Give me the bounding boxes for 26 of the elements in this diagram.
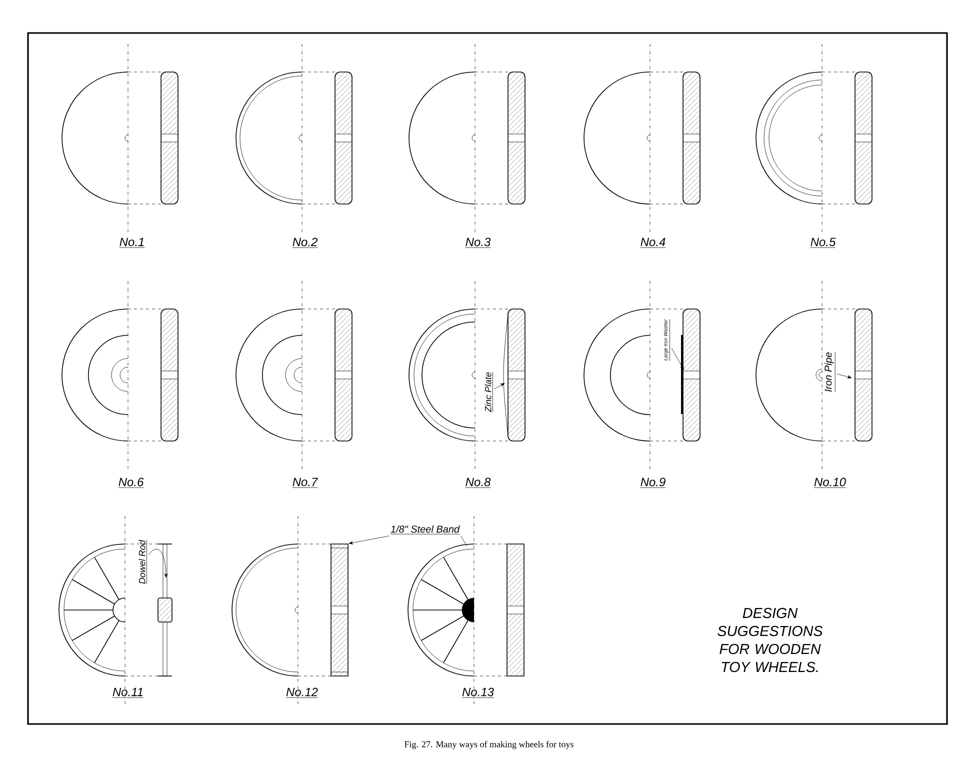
figure-number: No.1 [119,238,145,248]
figure-number: No.5 [810,238,836,248]
figure-number: No.11 [112,688,144,698]
figure-number: No.6 [118,478,144,488]
leader-label: 1/8" Steel Band [390,525,460,534]
leader-line [494,383,505,390]
figure-number: No.4 [640,238,666,248]
leader-line [460,536,468,546]
leader-line [148,548,168,578]
caption: Fig. 27. Many ways of making wheels for toys [404,740,574,750]
leader-label: Zinc Plate [484,372,493,412]
design-heading: DESIGN SUGGESTIONS FOR WOODEN TOY WHEELS. [718,608,823,672]
figure-number: No.7 [292,478,318,488]
figure-number: No.12 [286,688,318,698]
leader-label: Iron Pipe [824,352,836,392]
leader-line [348,536,390,544]
wheel-section [330,544,348,676]
figure-number: No.10 [814,478,846,488]
figure-number: No.2 [292,238,318,248]
leader-line [671,348,684,370]
figure-number: No.8 [465,478,491,488]
leader-label: Dowel Rod [138,540,147,584]
figure-number: No.13 [462,688,494,698]
figure-number: No.9 [640,478,666,488]
leader-line [836,374,852,378]
figure-number: No.3 [465,238,491,248]
